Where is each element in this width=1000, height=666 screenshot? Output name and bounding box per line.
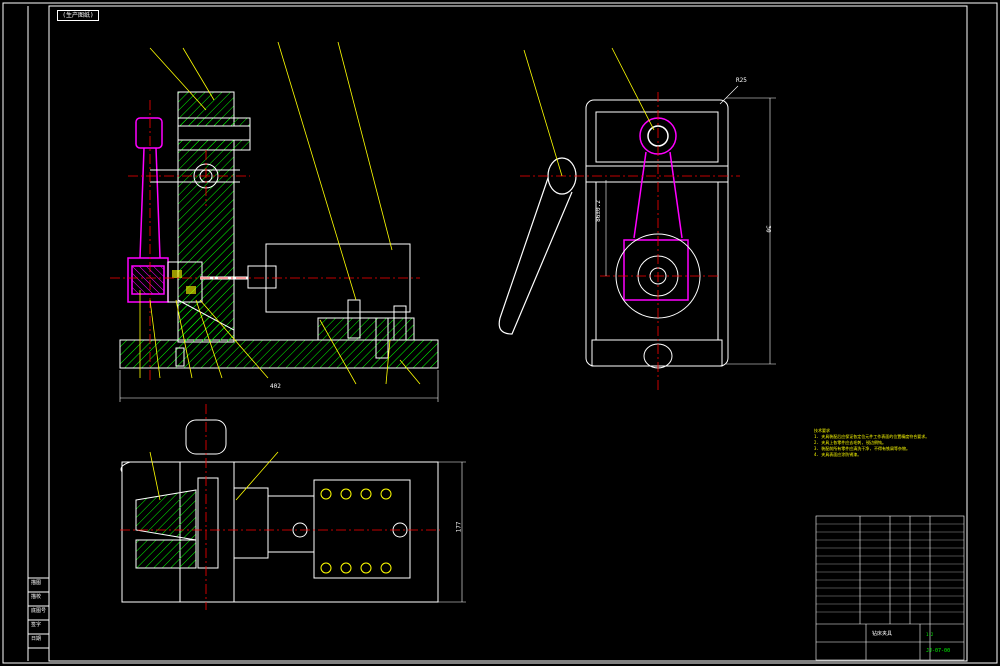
stamp-label: (生产图纸) <box>57 10 99 21</box>
connecting-rod-side <box>623 117 689 301</box>
side-body <box>585 99 729 367</box>
side-view <box>498 47 776 392</box>
dim-side-height: 30 <box>764 225 772 233</box>
title-block-scale: 1:2 <box>926 632 934 637</box>
handle <box>498 157 577 335</box>
dim-side-center: 86±0.2 <box>594 200 602 222</box>
dim-front-width: 402 <box>270 383 281 390</box>
technical-notes: 技术要求 1. 夹具装配后应保证各定位元件工作表面的位置精度符合要求。 2. 夹… <box>814 428 929 458</box>
title-block-title: 钻床夹具 <box>872 631 893 637</box>
notes-title: 技术要求 <box>814 428 830 433</box>
note-line: 4. 夹具表面应涂防锈漆。 <box>814 452 862 457</box>
side-panel-label: 描图 <box>31 580 42 586</box>
note-line: 1. 夹具装配后应保证各定位元件工作表面的位置精度符合要求。 <box>814 434 930 439</box>
note-line: 2. 夹具上各零件应去毛刺, 锐边倒钝。 <box>814 440 887 445</box>
base-plate <box>119 339 439 369</box>
side-panel-label: 描校 <box>31 594 42 600</box>
title-block-drawing-no: JJ-07-00 <box>926 648 951 654</box>
side-panel-label: 签字 <box>31 622 42 628</box>
dim-side-radius: R25 <box>736 77 747 84</box>
top-base <box>121 461 439 603</box>
dim-top-depth: 177 <box>455 521 463 533</box>
side-panel-label: 日期 <box>31 636 42 642</box>
note-line: 3. 装配前所有零件应清洗干净, 不得有铁屑等杂物。 <box>814 446 911 451</box>
side-panel-label: 底图号 <box>31 608 47 614</box>
front-view <box>110 41 439 402</box>
connecting-rod-front <box>127 117 169 303</box>
top-view <box>120 404 466 610</box>
air-cylinder <box>265 243 411 313</box>
